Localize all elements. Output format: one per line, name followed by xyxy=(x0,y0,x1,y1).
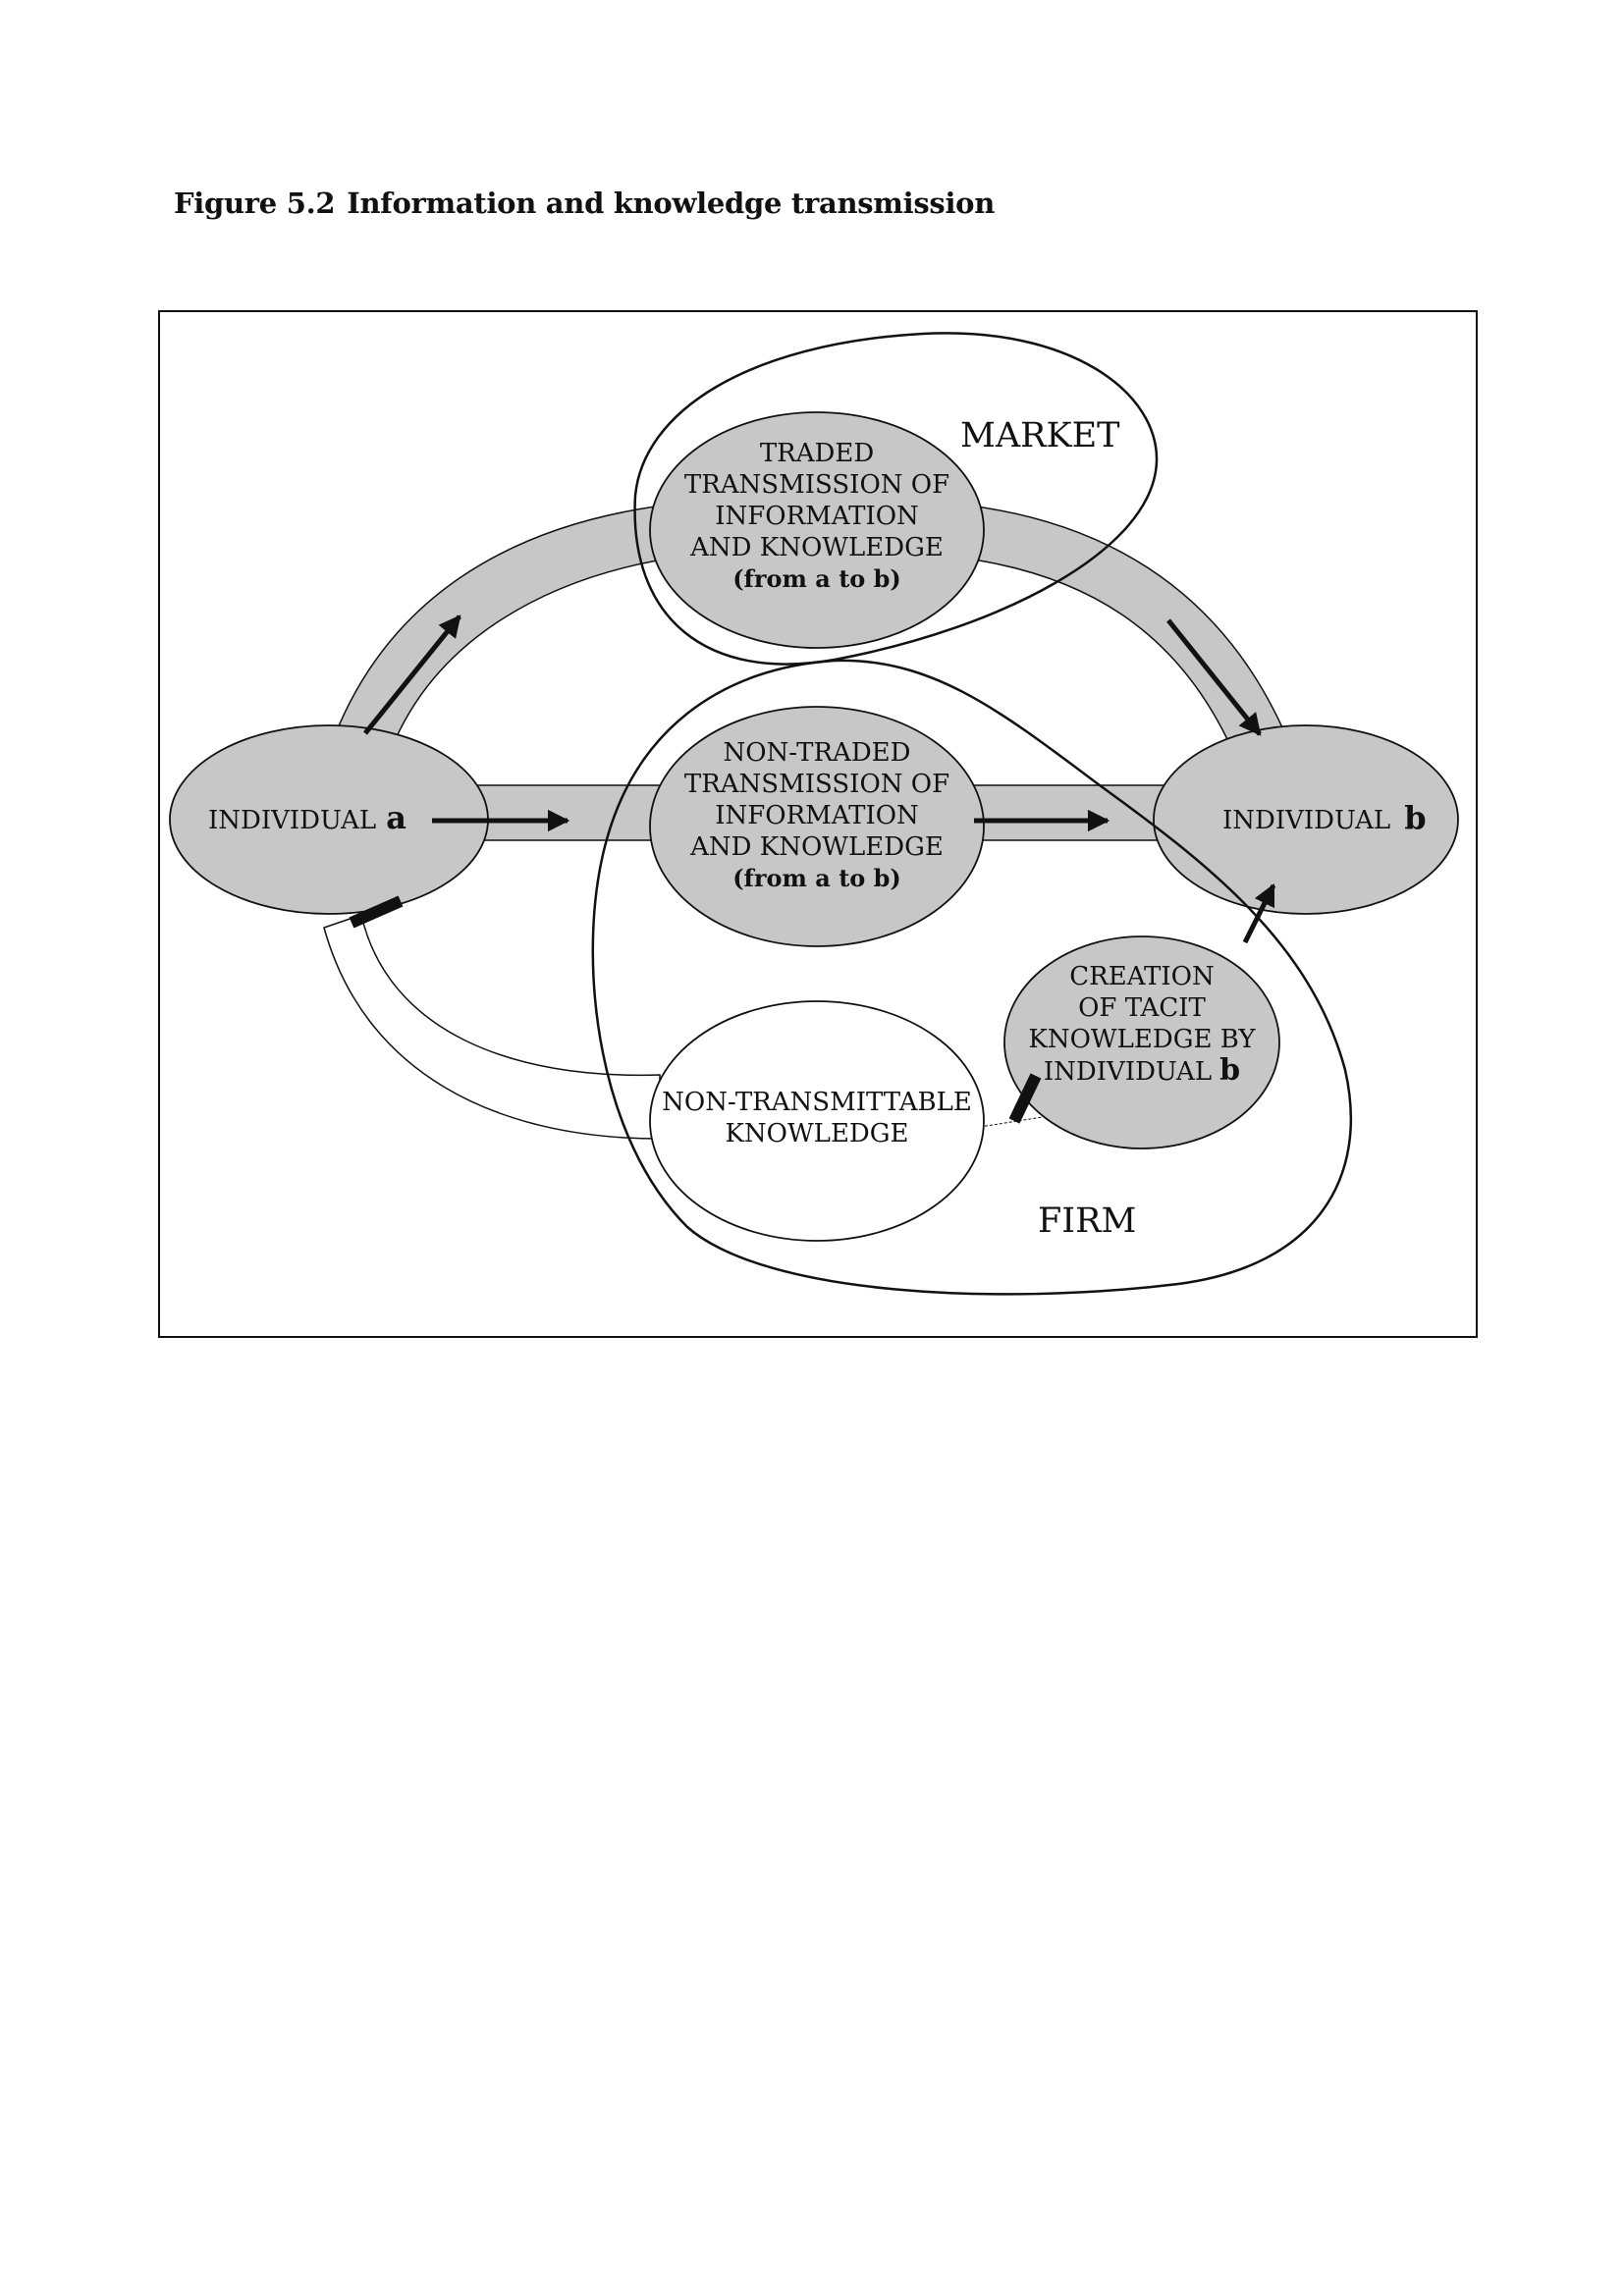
traded-node xyxy=(649,411,985,649)
firm-label: FIRM xyxy=(1038,1201,1136,1241)
lower-band xyxy=(323,914,661,1140)
barrier-mark-tacit xyxy=(1008,1073,1042,1124)
market-region xyxy=(633,332,1159,666)
diagram-frame xyxy=(158,310,1478,1338)
non-traded-text: NON-TRADED TRANSMISSION OF INFORMATION A… xyxy=(684,738,949,892)
traded-text: TRADED TRANSMISSION OF INFORMATION AND K… xyxy=(684,439,949,593)
tacit-line: KNOWLEDGE BY xyxy=(1028,1025,1256,1054)
individual-a-label: INDIVIDUAL a xyxy=(208,799,406,836)
individual-b-text: INDIVIDUAL xyxy=(1222,806,1390,835)
non-transmittable-line: NON-TRANSMITTABLE xyxy=(662,1088,972,1117)
tacit-last-text: INDIVIDUAL xyxy=(1044,1057,1212,1087)
non-transmittable-text: NON-TRANSMITTABLE KNOWLEDGE xyxy=(662,1088,972,1148)
traded-line: INFORMATION xyxy=(715,502,919,531)
individual-b-letter: b xyxy=(1404,799,1426,836)
arrow-a-to-traded xyxy=(363,614,461,735)
tacit-node xyxy=(1003,935,1280,1149)
traded-line: AND KNOWLEDGE xyxy=(689,533,944,562)
individual-b-node xyxy=(1153,724,1459,915)
arrow-tacit-to-b xyxy=(1242,882,1276,944)
arrow-traded-to-b xyxy=(1166,618,1262,736)
individual-a-text: INDIVIDUAL xyxy=(208,806,376,835)
firm-region xyxy=(591,659,1353,1296)
figure-title: Information and knowledge transmission xyxy=(347,187,995,220)
figure-caption: Figure 5.2 Information and knowledge tran… xyxy=(174,187,995,220)
traded-sub: (from a to b) xyxy=(732,564,901,593)
thin-connector xyxy=(979,1116,1044,1128)
individual-b-label: INDIVIDUAL b xyxy=(1222,799,1427,836)
traded-line: TRADED xyxy=(760,439,874,468)
traded-line: TRANSMISSION OF xyxy=(684,470,949,500)
non-traded-line: INFORMATION xyxy=(715,801,919,830)
non-traded-line: NON-TRADED xyxy=(723,738,910,768)
market-label: MARKET xyxy=(960,416,1120,455)
tacit-letter: b xyxy=(1219,1053,1240,1088)
non-transmittable-node xyxy=(649,1000,985,1242)
barrier-mark-a xyxy=(349,895,404,929)
figure-number: Figure 5.2 xyxy=(174,187,336,220)
non-traded-line: AND KNOWLEDGE xyxy=(689,832,944,862)
tacit-text: CREATION OF TACIT KNOWLEDGE BY INDIVIDUA… xyxy=(1028,962,1256,1088)
tacit-line: OF TACIT xyxy=(1078,993,1206,1023)
non-traded-line: TRANSMISSION OF xyxy=(684,770,949,799)
individual-a-letter: a xyxy=(386,799,406,836)
non-transmittable-line: KNOWLEDGE xyxy=(725,1119,908,1148)
non-traded-sub: (from a to b) xyxy=(732,864,901,892)
tacit-line: CREATION xyxy=(1069,962,1214,991)
non-traded-node xyxy=(649,706,985,947)
